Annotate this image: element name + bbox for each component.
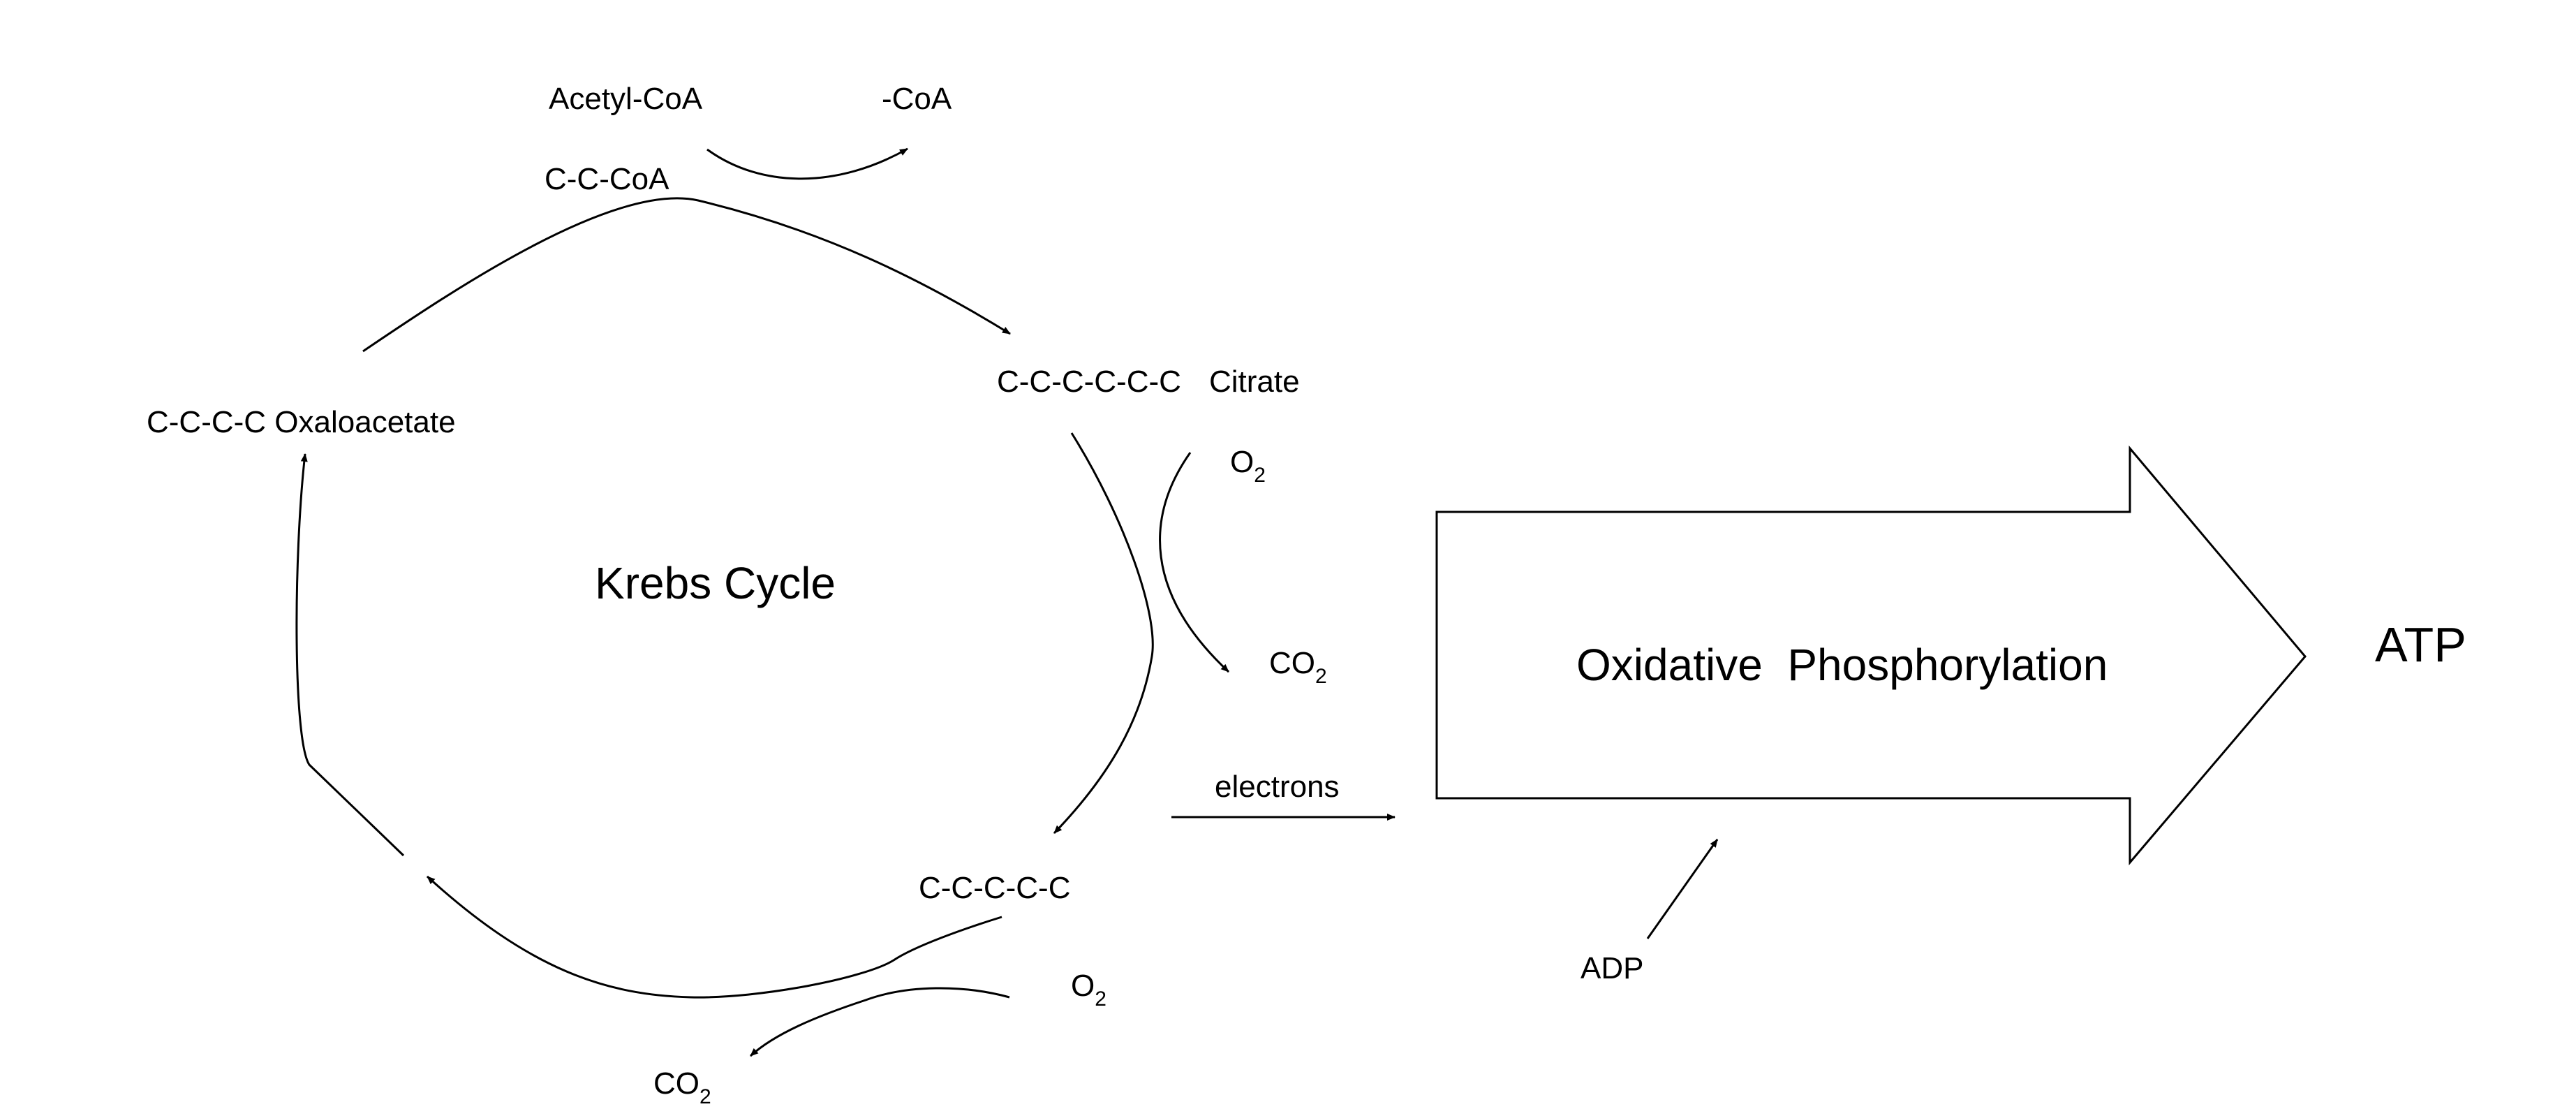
acetyl-coa-label: Acetyl-CoA	[549, 82, 703, 116]
adp-label: ADP	[1581, 951, 1644, 985]
electrons-label: electrons	[1215, 770, 1340, 804]
five-carbon-label: C-C-C-C-C	[919, 871, 1071, 905]
co2-lower-arrow	[749, 987, 1010, 1057]
cycle-arrow-top	[362, 197, 1011, 353]
two-carbon-label: C-C-CoA	[545, 162, 669, 196]
oxaloacetate-label: C-C-C-C Oxaloacetate	[147, 405, 456, 439]
citrate-chain-label: C-C-C-C-C-C	[997, 365, 1181, 399]
co2-upper-arrow	[1159, 452, 1230, 673]
o2-upper-label: O2	[1230, 445, 1266, 487]
cycle-arrow-bottom	[426, 875, 1002, 999]
co2-upper-label: CO2	[1269, 646, 1327, 688]
oxphos-label: Oxidative Phosphorylation	[1576, 640, 2108, 690]
cycle-title: Krebs Cycle	[595, 558, 836, 608]
o2-lower-label: O2	[1071, 969, 1106, 1011]
oxphos-block-arrow	[1435, 445, 2307, 866]
coa-release-arrow	[706, 147, 908, 180]
co2-lower-label: CO2	[653, 1066, 711, 1108]
cycle-arrow-left	[295, 453, 405, 857]
atp-label: ATP	[2375, 617, 2466, 672]
citrate-label: Citrate	[1209, 365, 1300, 399]
cycle-arrow-right	[1053, 432, 1154, 835]
adp-arrow	[1646, 839, 1719, 939]
coa-released-label: -CoA	[882, 82, 952, 116]
